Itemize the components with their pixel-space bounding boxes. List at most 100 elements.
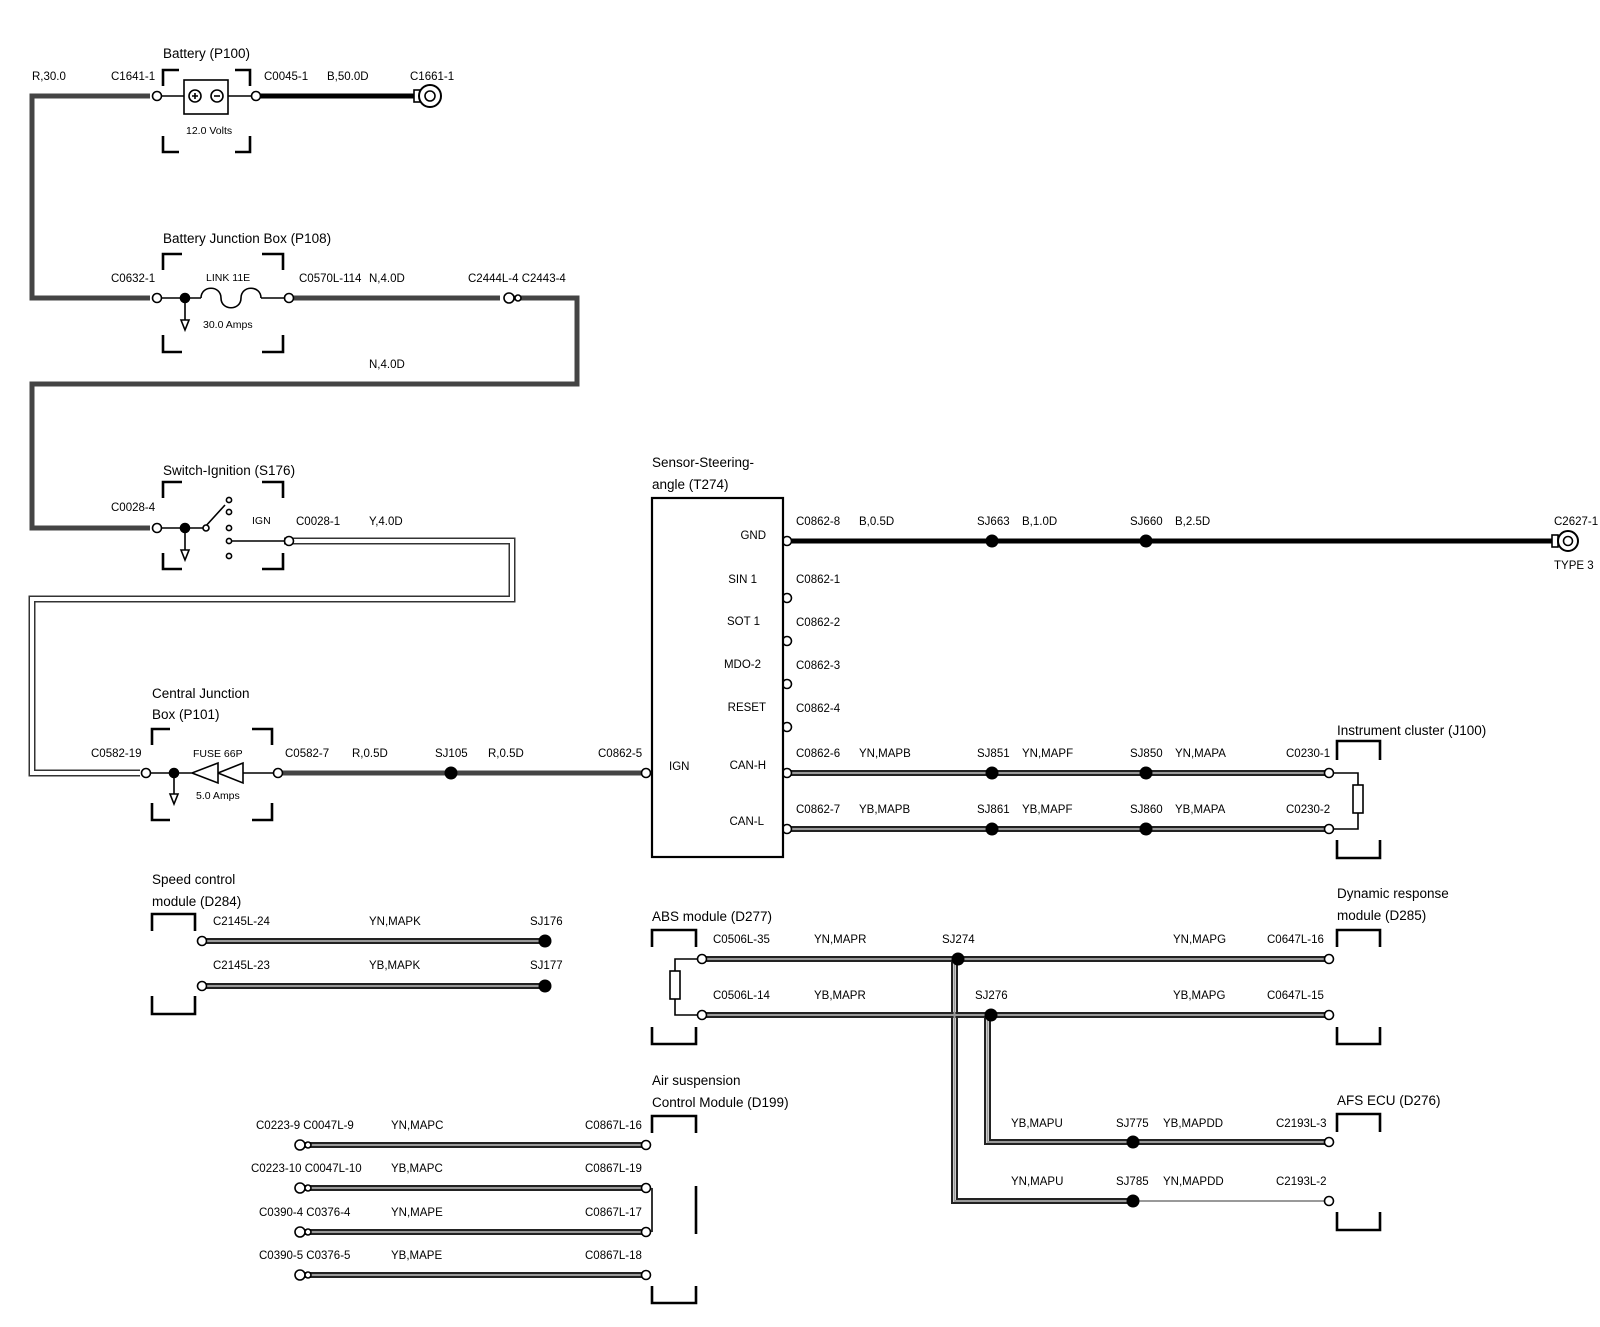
label-ybmapf: YB,MAPF	[1022, 804, 1072, 816]
label-c0862-7: C0862-7	[796, 804, 840, 816]
cjb-title-2: Box (P101)	[152, 707, 220, 722]
connectors	[140, 84, 1579, 1281]
battery-title: Battery (P100)	[163, 46, 250, 61]
label-r30: R,30.0	[32, 71, 66, 83]
cjb-fuse: FUSE 66P	[193, 748, 243, 760]
label-c2193-3: C2193L-3	[1276, 1118, 1327, 1130]
cjb-title-1: Central Junction	[152, 686, 250, 701]
label-ybmape: YB,MAPE	[391, 1250, 442, 1262]
label-sj660: SJ660	[1130, 516, 1163, 528]
label-ynmape: YN,MAPE	[391, 1207, 443, 1219]
label-c2145-23: C2145L-23	[213, 960, 270, 972]
afs-title: AFS ECU (D276)	[1337, 1093, 1441, 1108]
label-r05a: R,0.5D	[352, 748, 388, 760]
label-ybmapu: YB,MAPU	[1011, 1118, 1063, 1130]
label-c0028-1: C0028-1	[296, 516, 340, 528]
sensor-title-1: Sensor-Steering-	[652, 455, 754, 470]
dynamic-title-2: module (D285)	[1337, 908, 1426, 923]
label-c0862-2: C0862-2	[796, 617, 840, 629]
label-b25: B,2.5D	[1175, 516, 1210, 528]
label-c2444: C2444L-4 C2443-4	[468, 273, 566, 285]
label-ybmapc: YB,MAPC	[391, 1163, 443, 1175]
sensor-pin-reset: RESET	[728, 702, 766, 714]
label-sj176: SJ176	[530, 916, 563, 928]
sensor-pin-canh: CAN-H	[730, 760, 766, 772]
label-ynmapu: YN,MAPU	[1011, 1176, 1063, 1188]
wire-n4	[29, 295, 580, 531]
label-b05: B,0.5D	[859, 516, 894, 528]
label-ynmapb: YN,MAPB	[859, 748, 911, 760]
label-sj861: SJ861	[977, 804, 1010, 816]
label-c0647-15: C0647L-15	[1267, 990, 1324, 1002]
label-ybmapr: YB,MAPR	[814, 990, 866, 1002]
ignition-title: Switch-Ignition (S176)	[163, 463, 295, 478]
air-title-2: Control Module (D199)	[652, 1095, 789, 1110]
label-c0230-2: C0230-2	[1286, 804, 1330, 816]
cjb-rating: 5.0 Amps	[196, 790, 240, 802]
label-c1661: C1661-1	[410, 71, 454, 83]
label-c0506-14: C0506L-14	[713, 990, 771, 1002]
label-sj105: SJ105	[435, 748, 468, 760]
sensor-pin-sin1: SIN 1	[728, 574, 757, 586]
sensor-ign: IGN	[669, 761, 689, 773]
label-c0223-10: C0223-10 C0047L-10	[251, 1163, 362, 1175]
label-ybmapa: YB,MAPA	[1175, 804, 1226, 816]
splice-nodes	[444, 534, 1153, 1208]
label-c0582-19: C0582-19	[91, 748, 142, 760]
label-sj276: SJ276	[975, 990, 1008, 1002]
sensor-pin-canl: CAN-L	[729, 816, 764, 828]
air-title-1: Air suspension	[652, 1073, 741, 1088]
component-brackets	[150, 68, 1382, 1305]
label-sj785: SJ785	[1116, 1176, 1149, 1188]
bjb-title: Battery Junction Box (P108)	[163, 231, 331, 246]
symbols	[150, 79, 1364, 1016]
ignition-pos: IGN	[252, 515, 271, 527]
label-c0862-5: C0862-5	[598, 748, 642, 760]
label-c0862-6: C0862-6	[796, 748, 840, 760]
battery-rating: 12.0 Volts	[186, 125, 232, 137]
label-c2145-24: C2145L-24	[213, 916, 271, 928]
label-c0867-18: C0867L-18	[585, 1250, 642, 1262]
label-sj850: SJ850	[1130, 748, 1163, 760]
dynamic-title-1: Dynamic response	[1337, 886, 1449, 901]
label-r05b: R,0.5D	[488, 748, 524, 760]
label-b10: B,1.0D	[1022, 516, 1057, 528]
label-c0862-8: C0862-8	[796, 516, 840, 528]
label-n4b: N,4.0D	[369, 359, 405, 371]
wire-pairs	[205, 770, 1332, 1278]
label-b50: B,50.0D	[327, 71, 369, 83]
sensor-title-2: angle (T274)	[652, 477, 729, 492]
label-c0867-17: C0867L-17	[585, 1207, 642, 1219]
label-c0632: C0632-1	[111, 273, 155, 285]
sensor-pin-gnd: GND	[740, 530, 766, 542]
label-c0867-16: C0867L-16	[585, 1120, 642, 1132]
bjb-rating: 30.0 Amps	[203, 319, 253, 331]
label-sj775: SJ775	[1116, 1118, 1149, 1130]
label-sj860: SJ860	[1130, 804, 1163, 816]
label-ybmapdd: YB,MAPDD	[1163, 1118, 1223, 1130]
label-ynmapg: YN,MAPG	[1173, 934, 1226, 946]
label-c0862-4: C0862-4	[796, 703, 841, 715]
sensor-pin-mdo2: MDO-2	[724, 659, 761, 671]
label-c0045: C0045-1	[264, 71, 308, 83]
label-c0390-4: C0390-4 C0376-4	[259, 1207, 351, 1219]
label-sj177: SJ177	[530, 960, 563, 972]
label-c1641: C1641-1	[111, 71, 155, 83]
sensor-box	[650, 496, 785, 859]
label-ynmapf: YN,MAPF	[1022, 748, 1073, 760]
sensor-pin-sot1: SOT 1	[727, 616, 760, 628]
label-ynmapa: YN,MAPA	[1175, 748, 1226, 760]
label-ynmapr: YN,MAPR	[814, 934, 866, 946]
label-n4a: N,4.0D	[369, 273, 405, 285]
label-sj663: SJ663	[977, 516, 1010, 528]
label-c0028-4: C0028-4	[111, 502, 156, 514]
label-ynmapc: YN,MAPC	[391, 1120, 443, 1132]
label-c0862-1: C0862-1	[796, 574, 840, 586]
label-ynmapk: YN,MAPK	[369, 916, 421, 928]
label-c0506-35: C0506L-35	[713, 934, 770, 946]
label-ybmapk: YB,MAPK	[369, 960, 420, 972]
label-c0223-9: C0223-9 C0047L-9	[256, 1120, 354, 1132]
label-ybmapg: YB,MAPG	[1173, 990, 1225, 1002]
label-c0230-1: C0230-1	[1286, 748, 1330, 760]
